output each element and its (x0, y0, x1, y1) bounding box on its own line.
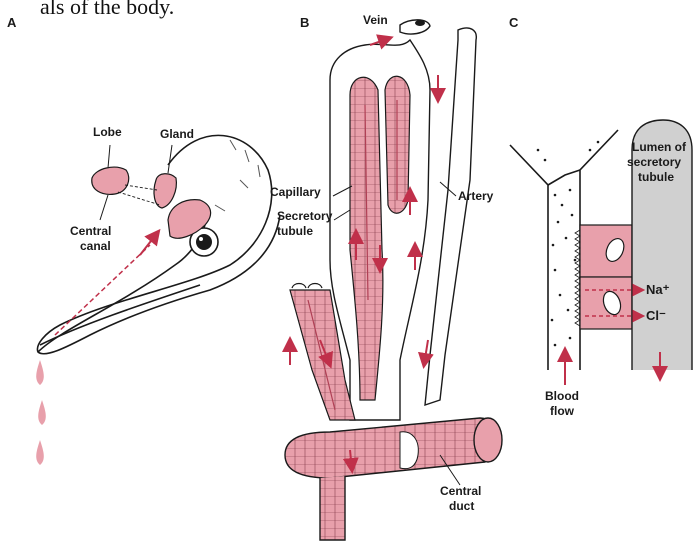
label-secretory-tubule-2: tubule (277, 224, 313, 238)
bird-head-illustration (36, 135, 280, 465)
label-sodium: Na⁺ (646, 282, 670, 297)
label-lumen-1: Lumen of (632, 140, 687, 154)
label-chloride: Cl⁻ (646, 308, 666, 323)
label-vein: Vein (363, 13, 388, 27)
top-caption-fragment: als of the body. (40, 0, 174, 19)
label-blood-flow-1: Blood (545, 389, 579, 403)
panel-b-letter: B (300, 15, 309, 30)
label-central-duct-1: Central (440, 484, 481, 498)
label-lobe: Lobe (93, 125, 122, 139)
label-capillary: Capillary (270, 185, 321, 199)
label-blood-flow-2: flow (550, 404, 575, 418)
secretory-tubule-illustration (285, 20, 502, 540)
panel-c-letter: C (509, 15, 519, 30)
label-gland: Gland (160, 127, 194, 141)
label-central-canal-2: canal (80, 239, 111, 253)
label-central-duct-2: duct (449, 499, 474, 513)
panel-a-letter: A (7, 15, 17, 30)
label-lumen-2: secretory (627, 155, 681, 169)
label-artery: Artery (458, 189, 494, 203)
label-secretory-tubule-1: Secretory (277, 209, 333, 223)
label-central-canal-1: Central (70, 224, 111, 238)
lobe-detail (92, 167, 129, 194)
gland-detail (154, 174, 176, 208)
label-lumen-3: tubule (638, 170, 674, 184)
